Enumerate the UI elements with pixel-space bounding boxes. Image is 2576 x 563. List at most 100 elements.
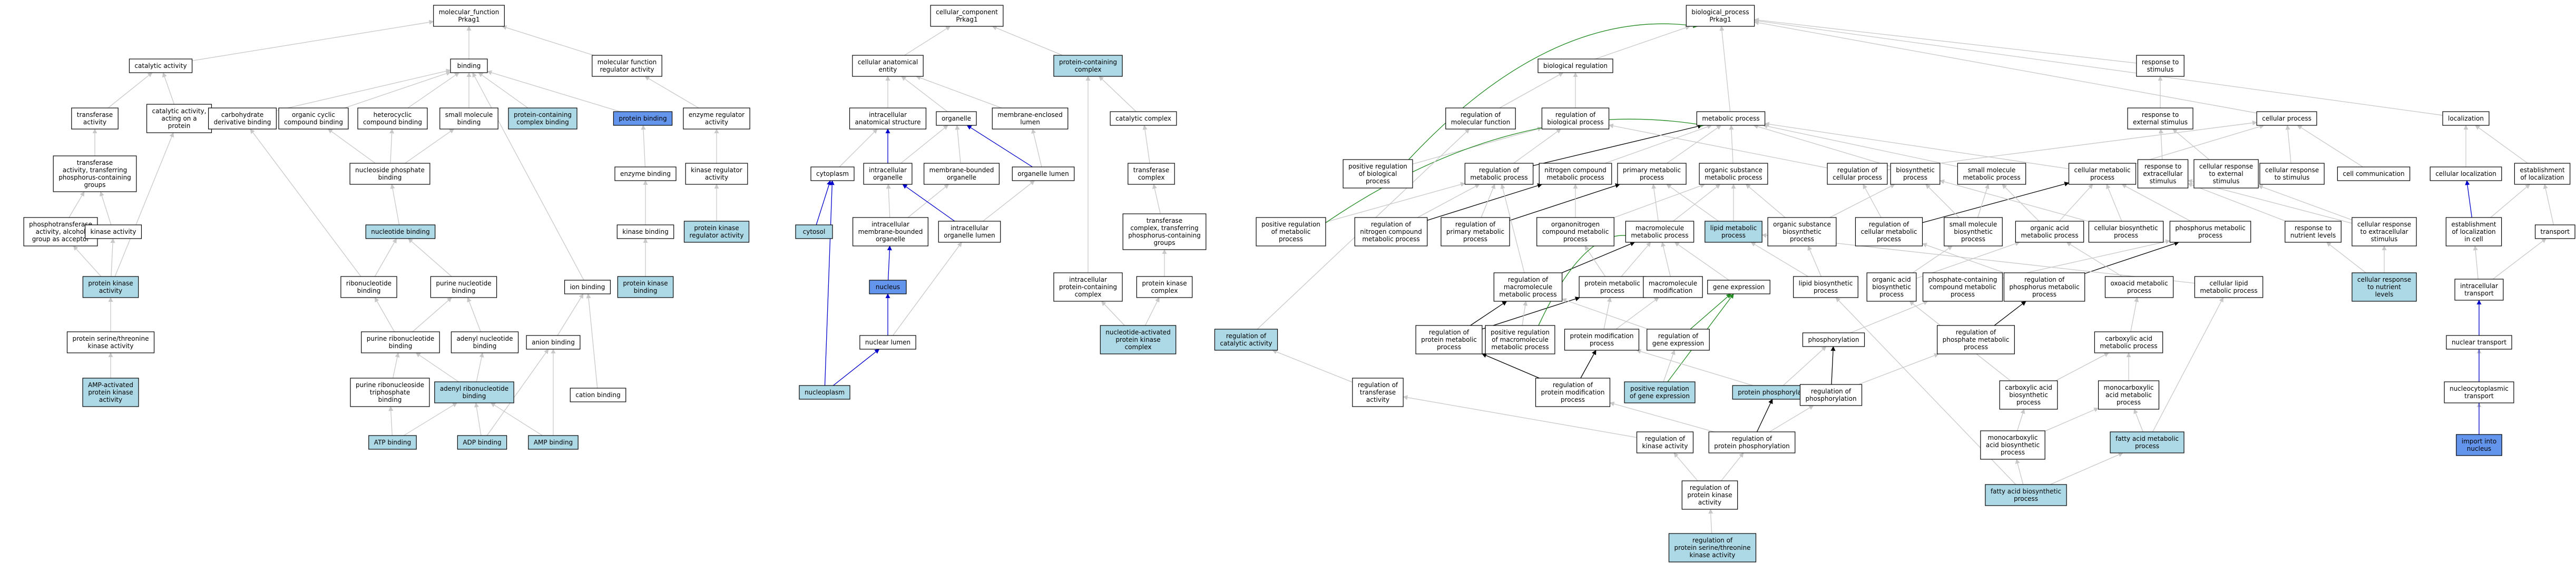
go-term-box [2136,55,2185,77]
edge-nucphos-to-orgcyc [327,129,376,164]
go-term-label: biosynthetic [1954,228,1993,235]
edge-osbp-to-biosyn [1829,184,1895,218]
go-term-box [2446,335,2512,350]
go-term-box [1944,217,2003,246]
go-term-label: process [1563,235,1588,243]
go-term-label: kinase activity [1642,442,1688,450]
go-term-label: process [1951,291,1975,298]
edge-amp-to-adenylribo [490,402,543,436]
go-term-label: process [1877,235,1901,243]
edge-regprotmet-to-protmet [1482,297,1580,330]
go-term-box [340,276,397,298]
go-term-box [365,224,436,239]
go-term-box [434,381,514,403]
go-term-label: cellular response [2199,163,2253,170]
go-term-label: modification [1653,287,1692,294]
go-term-label: protein kinase [1142,280,1187,287]
go-term-box [592,55,662,77]
go-term-metproc: metabolic process [1696,111,1766,126]
go-term-box [368,435,417,450]
go-term-label: activity [1366,396,1389,403]
go-term-label: to extracellular [2360,228,2408,235]
go-term-box [853,217,928,246]
edge-regprotmod-to-protmod [1580,350,1596,379]
go-term-box [1636,431,1694,453]
go-term-label: process [1590,340,1614,347]
go-term-box [1415,325,1483,354]
go-term-label: intracellular [951,224,988,232]
go-term-label: cytoplasm [816,170,849,177]
go-term-label: process [1879,291,1904,298]
go-term-label: membrane-enclosed [997,111,1063,118]
go-term-box [1705,221,1762,243]
go-term-cytosol: cytosol [795,224,833,239]
go-term-box [2137,159,2189,189]
go-term-box [1352,378,1404,407]
go-term-cellloc: cellular localization [2430,166,2502,181]
go-term-label: regulation of [1553,381,1593,389]
go-term-label: cell communication [2343,170,2404,177]
go-term-box [1122,213,1207,250]
edge-phosalc-to-transphos [68,191,85,218]
edge-metproc-to-bp [1719,26,1731,112]
go-term-box [526,335,581,350]
edge-pka-to-catprot [114,132,174,277]
go-term-label: nitrogen compound [1360,228,1422,235]
edge-regtransf-to-regcatact [1272,349,1353,383]
edge-purtri-to-purribo [393,352,400,379]
go-term-box [1624,381,1696,403]
go-term-box [683,107,750,130]
go-term-box [82,378,139,407]
edge-regpk-to-regprotphos [1721,452,1744,481]
go-term-label: entity [879,66,897,73]
go-term-label: transport [2541,228,2570,235]
go-term-label: metabolic process [1499,291,1556,298]
go-term-box [1536,217,1614,246]
go-term-label: establishment [2520,166,2565,174]
edge-biosyn-to-metproc [1753,124,1891,167]
go-term-box [936,111,977,126]
go-term-box [1445,107,1516,130]
go-term-box [1793,276,1858,298]
edge-purribo-to-purnuc [412,297,452,332]
edge-smbp-to-biosyn [1925,184,1960,218]
go-term-label: complex binding [516,118,569,126]
go-term-label: process [1600,287,1624,294]
go-term-box [613,111,673,126]
go-term-label: protein phosphorylation [1738,389,1814,396]
go-term-box [1686,5,1755,27]
edge-catcomp-to-pcc [1099,76,1137,112]
go-term-label: adenyl ribonucleotide [440,385,508,392]
go-term-label: regulation of [2024,276,2065,283]
go-term-box [1564,329,1640,351]
go-term-label: of localization [2452,228,2495,235]
go-term-box [2098,380,2160,410]
go-term-label: nucleotide-activated [1105,329,1170,336]
go-term-box [617,276,674,298]
edge-intorglumen-to-intorg [902,184,955,222]
go-term-box [1053,272,1123,302]
edge-pcc-to-cc [992,25,1063,56]
go-term-label: binding [357,287,381,294]
go-term-box [799,385,850,400]
edge-regprim-to-primmet [1509,183,1620,221]
go-term-label: adenyl nucleotide [456,335,513,342]
go-term-nuctrans: nuclear transport [2446,335,2512,350]
go-term-label: process [2114,232,2138,239]
go-term-label: regulation of [1645,435,1686,442]
go-term-box [433,5,505,27]
